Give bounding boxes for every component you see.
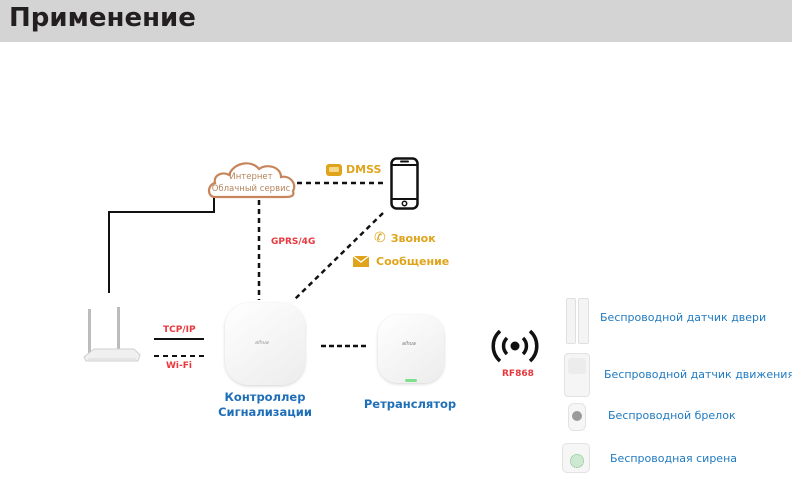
device-item-keyfob: Беспроводной брелок — [560, 403, 792, 433]
cloud-icon — [207, 162, 296, 199]
door-sensor-icon — [566, 298, 589, 344]
cloud-label-line1: Интернет — [229, 172, 273, 182]
message-item: Сообщение — [353, 255, 449, 268]
dmss-badge: DMSS — [326, 163, 381, 176]
siren-icon — [562, 443, 590, 473]
cloud-label-line2: Облачный сервис — [211, 184, 291, 194]
device-label: Беспроводной датчик двери — [600, 311, 767, 324]
controller-label-line2: Сигнализации — [218, 405, 312, 419]
device-list: Беспроводной датчик двери Беспроводной д… — [560, 295, 792, 475]
device-item-siren: Беспроводная сирена — [560, 443, 792, 473]
tcpip-label: TCP/IP — [163, 325, 196, 335]
radio-signal-icon — [491, 329, 539, 363]
page-title: Применение — [9, 3, 196, 33]
wifi-router-icon — [83, 307, 141, 362]
repeater-status-led — [405, 379, 417, 382]
controller-brand-logo: alhua — [255, 340, 269, 346]
repeater-brand-logo: alhua — [402, 341, 416, 347]
alarm-controller-device: alhua — [225, 303, 305, 385]
gprs-label: GPRS/4G — [271, 237, 316, 247]
wifi-label: Wi-Fi — [166, 361, 192, 371]
smartphone — [390, 157, 420, 214]
device-item-door-sensor: Беспроводной датчик двери — [560, 295, 792, 345]
device-label: Беспроводной брелок — [608, 409, 736, 422]
call-label: Звонок — [390, 231, 436, 245]
rf-signal — [490, 327, 540, 369]
device-label: Беспроводная сирена — [610, 452, 738, 465]
wifi-router — [82, 303, 142, 367]
device-label: Беспроводной датчик движения — [604, 368, 792, 381]
dmss-app-icon — [326, 163, 342, 176]
cloud-service: Интернет Облачный сервис — [205, 153, 300, 201]
controller-label: Контроллер Сигнализации — [215, 390, 315, 420]
controller-label-line1: Контроллер — [224, 390, 306, 404]
smartphone-icon — [390, 157, 419, 210]
keyfob-icon — [568, 403, 586, 431]
call-item: ✆ Звонок — [374, 231, 436, 245]
repeater-device: alhua — [378, 315, 444, 383]
message-label: Сообщение — [376, 255, 450, 268]
motion-sensor-icon — [564, 353, 590, 397]
phone-call-icon: ✆ — [374, 230, 386, 246]
repeater-label: Ретранслятор — [363, 397, 457, 411]
section-header: Применение — [0, 0, 792, 42]
router-cloud-link — [108, 196, 215, 293]
device-item-motion-sensor: Беспроводной датчик движения — [560, 351, 792, 397]
envelope-icon — [353, 256, 369, 267]
rf-label: RF868 — [502, 369, 534, 379]
dmss-label: DMSS — [346, 163, 382, 176]
phone-controller-link — [293, 212, 384, 301]
